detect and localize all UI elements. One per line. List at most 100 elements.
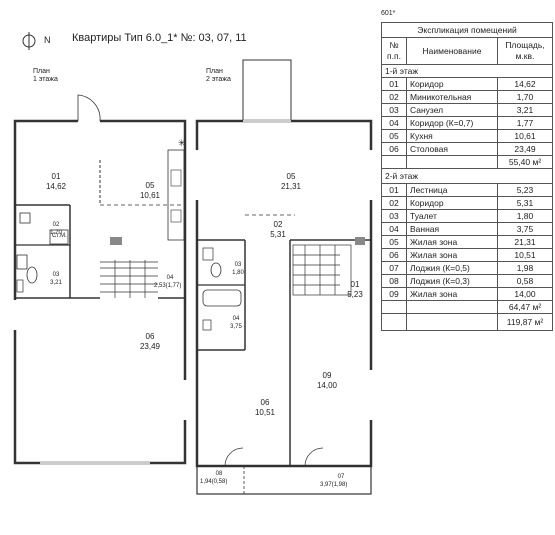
room-f2-08-area: 1,94(0,58) bbox=[200, 479, 228, 485]
floor2-row-name: Лестница bbox=[406, 183, 498, 197]
floor2-row-name: Жилая зона bbox=[406, 248, 498, 262]
room-f2-01-area: 5,23 bbox=[347, 290, 363, 299]
plan-title: Квартиры Тип 6.0_1* №: 03, 07, 11 bbox=[72, 32, 247, 44]
room-f2-07-num: 07 bbox=[337, 474, 345, 480]
floor2-total: 64,47 м² bbox=[497, 300, 553, 314]
room-f1-05-area: 10,61 bbox=[139, 191, 161, 200]
room-f2-07-area: 3,97(1,98) bbox=[320, 482, 348, 488]
room-f2-03-area: 1,80 bbox=[232, 270, 244, 276]
floor2-top-balcony bbox=[242, 59, 292, 121]
floor2-row-area: 21,31 bbox=[497, 235, 553, 249]
floor2-row-name: Лоджия (К=0,3) bbox=[406, 274, 498, 288]
floor2-row-area: 10,51 bbox=[497, 248, 553, 262]
room-f2-06-num: 06 bbox=[260, 398, 270, 407]
floor2-row-name: Коридор bbox=[406, 196, 498, 210]
col-num-header: № п.п. bbox=[381, 37, 407, 65]
floor2-row-name: Туалет bbox=[406, 209, 498, 223]
floor1-plan-label: План 1 этажа bbox=[33, 68, 58, 83]
floor2-loggia bbox=[196, 465, 372, 495]
room-f1-01-area: 14,62 bbox=[45, 182, 67, 191]
room-f2-04-area: 3,75 bbox=[230, 324, 242, 330]
floor2-section-title: 2-й этаж bbox=[381, 168, 553, 184]
floor1-stair bbox=[100, 260, 158, 298]
room-f1-04-area: 2,53(1,77) bbox=[154, 283, 182, 289]
floor1-row-name: Коридор (К=0,7) bbox=[406, 116, 498, 130]
floor2-drawing bbox=[195, 59, 373, 495]
kitchen-counter bbox=[167, 149, 185, 241]
plan-code: 601* bbox=[381, 10, 396, 17]
floor2-stair bbox=[292, 244, 352, 296]
room-f2-05-num: 05 bbox=[286, 172, 296, 181]
room-f2-03-num: 03 bbox=[234, 262, 242, 268]
room-f1-06-area: 23,49 bbox=[139, 342, 161, 351]
room-f1-02-area: 1,70 bbox=[50, 230, 62, 236]
room-f2-04-num: 04 bbox=[232, 316, 240, 322]
floor2-row-num: 06 bbox=[381, 248, 407, 262]
floor2-row-area: 0,58 bbox=[497, 274, 553, 288]
floor1-row-name: Кухня bbox=[406, 129, 498, 143]
floor1-row-name: Коридор bbox=[406, 77, 498, 91]
floor2-row-num: 01 bbox=[381, 183, 407, 197]
compass-icon bbox=[22, 32, 36, 50]
compass-label: N bbox=[44, 35, 51, 45]
floor2-row-num: 04 bbox=[381, 222, 407, 236]
room-f1-01-num: 01 bbox=[51, 172, 61, 181]
floor2-row-num: 05 bbox=[381, 235, 407, 249]
floor2-row-num: 08 bbox=[381, 274, 407, 288]
floor2-row-name: Жилая зона bbox=[406, 287, 498, 301]
floor1-row-name: Санузел bbox=[406, 103, 498, 117]
floor1-row-num: 04 bbox=[381, 116, 407, 130]
floor1-row-num: 06 bbox=[381, 142, 407, 156]
room-f1-06-num: 06 bbox=[145, 332, 155, 341]
floor1-row-name: Столовая bbox=[406, 142, 498, 156]
floor2-row-num: 02 bbox=[381, 196, 407, 210]
floor1-drawing bbox=[13, 94, 187, 465]
floor2-row-name: Жилая зона bbox=[406, 235, 498, 249]
floor1-row-num: 02 bbox=[381, 90, 407, 104]
floor1-row-num: 03 bbox=[381, 103, 407, 117]
floor1-row-area: 1,77 bbox=[497, 116, 553, 130]
room-f1-02-num: 02 bbox=[52, 222, 60, 228]
room-f1-05-num: 05 bbox=[145, 181, 155, 190]
room-f1-04-num: 04 bbox=[166, 275, 174, 281]
room-f2-06-area: 10,51 bbox=[254, 408, 276, 417]
room-f2-09-num: 09 bbox=[322, 371, 332, 380]
explication-table: Экспликация помещений № п.п. Наименовани… bbox=[381, 22, 553, 331]
room-f2-08-num: 08 bbox=[215, 471, 223, 477]
floor2-row-num: 07 bbox=[381, 261, 407, 275]
floor1-row-num: 05 bbox=[381, 129, 407, 143]
floor1-entrance-door bbox=[77, 94, 101, 122]
floor1-row-area: 1,70 bbox=[497, 90, 553, 104]
room-f2-02-area: 5,31 bbox=[270, 230, 286, 239]
room-f2-09-area: 14,00 bbox=[316, 381, 338, 390]
floor2-row-area: 1,98 bbox=[497, 261, 553, 275]
floor2-row-num: 03 bbox=[381, 209, 407, 223]
floor1-row-area: 10,61 bbox=[497, 129, 553, 143]
grand-total: 119,87 м² bbox=[497, 313, 553, 331]
floor2-row-name: Лоджия (К=0,5) bbox=[406, 261, 498, 275]
explication-title: Экспликация помещений bbox=[381, 22, 553, 38]
floor1-total: 55,40 м² bbox=[497, 155, 553, 169]
col-name-header: Наименование bbox=[406, 37, 498, 65]
floor2-plan-label: План 2 этажа bbox=[206, 68, 231, 83]
room-f2-02-num: 02 bbox=[273, 220, 283, 229]
floor1-row-area: 3,21 bbox=[497, 103, 553, 117]
floor1-row-name: Миникотельная bbox=[406, 90, 498, 104]
floor2-row-num: 09 bbox=[381, 287, 407, 301]
floor2-row-area: 3,75 bbox=[497, 222, 553, 236]
floor2-row-area: 14,00 bbox=[497, 287, 553, 301]
floor2-row-area: 5,31 bbox=[497, 196, 553, 210]
room-f1-03-area: 3,21 bbox=[50, 280, 62, 286]
